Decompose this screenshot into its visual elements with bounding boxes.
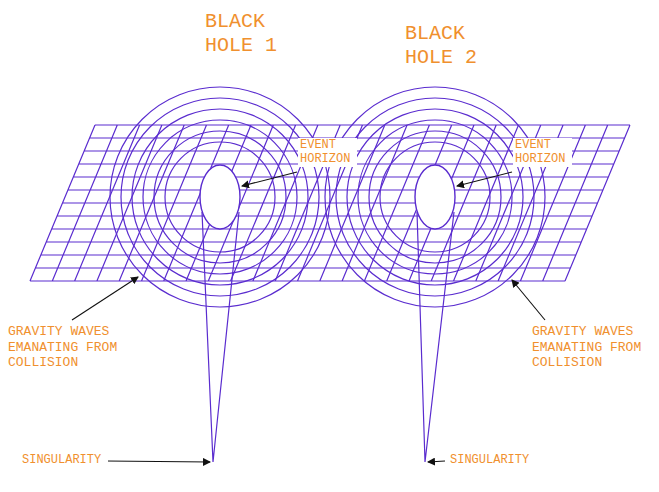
callout-label: EVENT HORIZON [513, 138, 572, 167]
leader-arrows [72, 172, 545, 462]
callout-label: SINGULARITY [448, 453, 536, 467]
callout-label: GRAVITY WAVES EMANATING FROM COLLISION [6, 324, 124, 371]
title-label: BLACK HOLE 1 [203, 10, 286, 58]
callout-label: EVENT HORIZON [298, 138, 357, 167]
funnel-lines [202, 212, 454, 462]
gravity-wave-rings [110, 87, 545, 307]
event-horizon [200, 165, 455, 229]
callout-label: SINGULARITY [20, 453, 108, 467]
callout-label: GRAVITY WAVES EMANATING FROM COLLISION [530, 324, 648, 371]
title-label: BLACK HOLE 2 [403, 22, 486, 70]
